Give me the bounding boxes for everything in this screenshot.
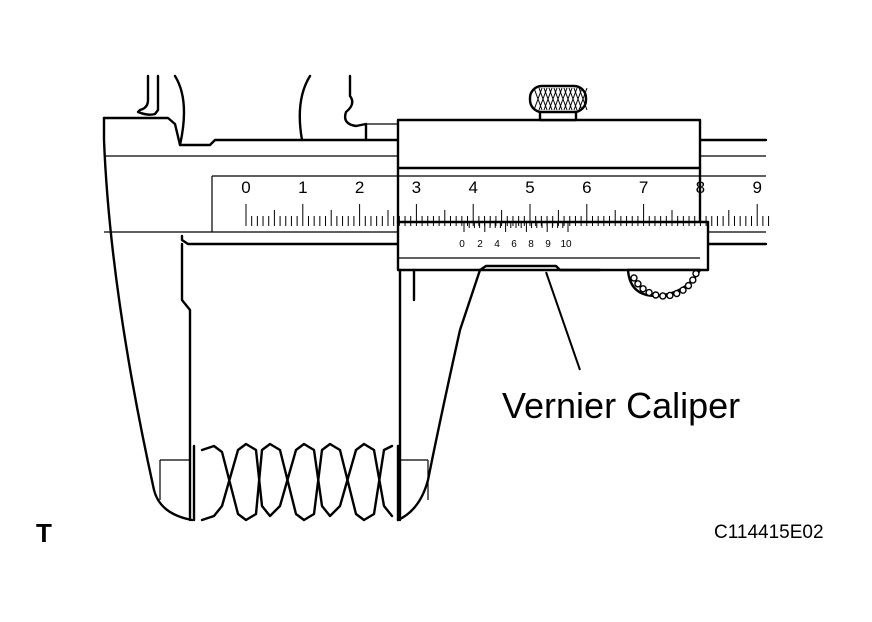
main-scale-label: 6 (582, 178, 591, 197)
corner-tag: T (36, 518, 52, 548)
spring (192, 442, 400, 522)
slider (366, 118, 710, 522)
main-scale-label: 8 (696, 178, 705, 197)
wheel-tooth (639, 285, 647, 293)
main-scale-label: 9 (752, 178, 761, 197)
thumb-wheel (626, 268, 702, 300)
main-scale-label: 0 (241, 178, 250, 197)
vernier-scale-label: 9 (545, 239, 551, 250)
vernier-scale-label: 2 (477, 239, 483, 250)
main-scale: 0 1 2 3 4 5 6 7 8 9 (241, 178, 770, 226)
callout-leader-line (545, 271, 581, 371)
vernier-scale-label: 4 (494, 239, 500, 250)
wheel-tooth (634, 280, 642, 288)
wheel-tooth (666, 291, 674, 300)
main-scale-label: 3 (412, 178, 421, 197)
vernier-scale-label: 6 (511, 239, 517, 250)
knurl-line (578, 87, 588, 111)
inside-jaws (136, 74, 368, 147)
vernier-scale-label: 0 (459, 239, 465, 250)
wheel-tooth (673, 289, 681, 298)
wheel-tooth (645, 288, 653, 297)
wheel-tooth (689, 276, 697, 284)
main-scale-label: 5 (525, 178, 534, 197)
vernier-scale-label: 8 (528, 239, 534, 250)
wheel-tooth (659, 292, 667, 300)
main-beam (102, 116, 768, 522)
fixed-jaw (159, 242, 192, 522)
wheel-tooth (692, 269, 700, 278)
figure-code: C114415E02 (714, 522, 824, 543)
wheel-tooth (684, 281, 693, 290)
main-scale-label: 2 (355, 178, 364, 197)
callout-label: Vernier Caliper (502, 385, 740, 426)
main-scale-label: 4 (468, 178, 477, 197)
wheel-tooth (679, 286, 687, 294)
main-scale-label: 7 (639, 178, 648, 197)
main-scale-label: 1 (298, 178, 307, 197)
wheel-tooth (652, 291, 660, 299)
wheel-tooth (630, 274, 638, 282)
vernier-scale-label: 10 (560, 239, 572, 250)
locking-screw (528, 84, 588, 122)
